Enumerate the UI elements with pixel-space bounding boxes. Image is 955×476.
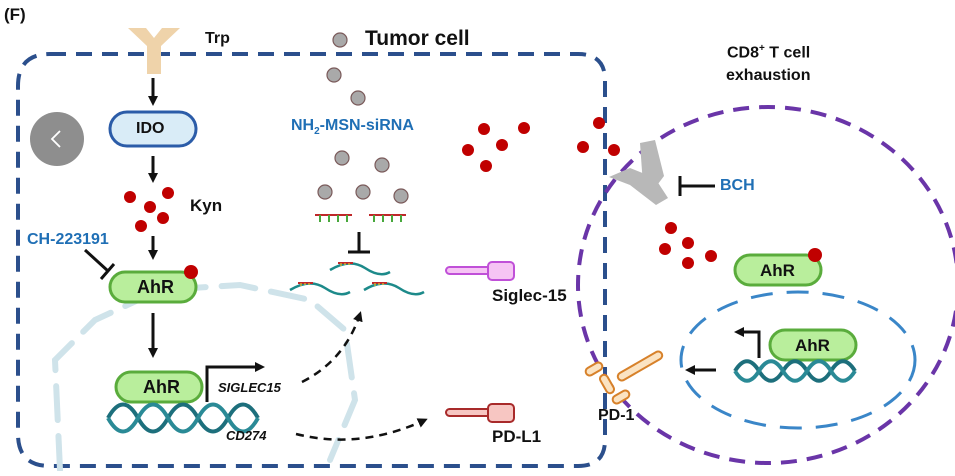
trp-label: Trp xyxy=(205,30,230,47)
kyn-label: Kyn xyxy=(190,196,223,215)
tcell-title-sup: + xyxy=(759,43,765,54)
t-cell-membrane xyxy=(576,105,955,465)
ch223191-inhibition-bar xyxy=(99,263,116,280)
panel-label: (F) xyxy=(4,5,26,24)
gene-cd274-label: CD274 xyxy=(226,428,267,443)
nanoparticle-label: NH2-MSN-siRNA xyxy=(291,118,414,137)
kyn-transporter-icon xyxy=(609,140,668,205)
tcell-title-line2: exhaustion xyxy=(726,67,811,84)
sirna-strands xyxy=(315,214,406,222)
nanoparticles xyxy=(317,32,409,204)
transcription-arrow-pd1 xyxy=(734,327,761,358)
nanoparticle-label-main: NH xyxy=(291,117,315,134)
gene-siglec15-label: SIGLEC15 xyxy=(218,380,281,395)
tumor-cell-membrane xyxy=(16,52,607,468)
tcell-title-main: CD8 xyxy=(727,44,760,62)
tcell-ahr-cytoplasm-pill xyxy=(733,253,823,287)
ido-label: IDO xyxy=(136,120,165,137)
kyn-bound-dot xyxy=(184,265,198,279)
tcell-kyn-molecules xyxy=(659,222,717,269)
tcell-ahr-nucleus-label: AhR xyxy=(795,336,830,355)
pdl1-receptor-icon xyxy=(445,403,515,423)
tcell-title-rest: T cell xyxy=(764,44,811,62)
ch223191-inhibition-line xyxy=(83,248,110,273)
ch223191-label: CH-223191 xyxy=(27,231,109,248)
dna-helix-tcell xyxy=(733,359,857,383)
kyn-molecules xyxy=(124,187,174,232)
dashed-arrow-cd274-to-pdl1 xyxy=(295,418,428,441)
ahr-nucleus-label: AhR xyxy=(143,377,180,397)
back-button[interactable] xyxy=(30,112,84,166)
nanoparticle-label-sub: 2 xyxy=(314,126,320,138)
mrna-sirna-complexes xyxy=(289,262,425,296)
ahr-cytoplasm-label: AhR xyxy=(137,277,174,297)
extracellular-kyn xyxy=(462,117,620,172)
dna-helix-tumor xyxy=(106,402,260,434)
siglec15-label: Siglec-15 xyxy=(492,286,567,305)
tcell-title-line1: CD8+ T cell xyxy=(727,44,810,61)
tumor-nucleus-membrane xyxy=(51,281,359,473)
ido-pill xyxy=(108,110,198,148)
pd1-receptor-icon xyxy=(584,350,664,405)
tumor-cell-title: Tumor cell xyxy=(365,27,470,50)
dashed-arrow-siglec15-to-mrna xyxy=(301,311,363,384)
siglec15-receptor-icon xyxy=(445,261,515,281)
tcell-ahr-nucleus-pill xyxy=(768,328,858,362)
ahr-nucleus-pill xyxy=(114,370,204,404)
pdl1-label: PD-L1 xyxy=(492,427,542,446)
bch-label: BCH xyxy=(720,177,755,194)
ahr-cytoplasm-pill xyxy=(108,270,198,304)
tcell-ahr-cytoplasm-label: AhR xyxy=(760,261,795,280)
chevron-left-icon xyxy=(50,130,61,148)
transcription-arrow-siglec15 xyxy=(205,362,265,402)
tcell-kyn-bound-dot xyxy=(808,248,822,262)
pd1-label: PD-1 xyxy=(598,407,635,424)
trp-transporter-icon xyxy=(128,28,180,74)
nanoparticle-label-rest: -MSN-siRNA xyxy=(319,117,414,134)
tcell-nucleus-membrane xyxy=(679,290,917,430)
